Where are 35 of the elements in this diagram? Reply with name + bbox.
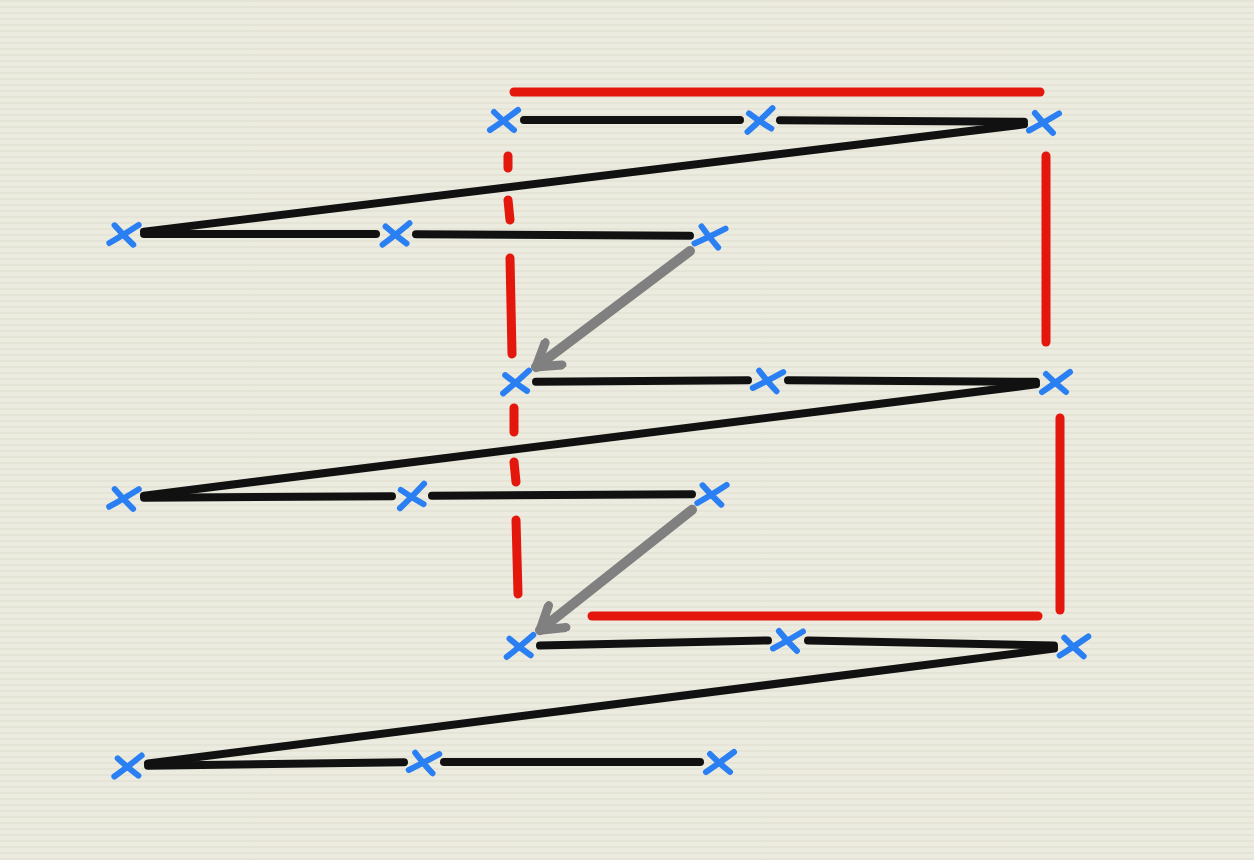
connector-line bbox=[804, 636, 1058, 650]
cross-mark-icon bbox=[392, 480, 432, 512]
cross-mark-icon bbox=[768, 624, 808, 656]
cross-mark-icon bbox=[748, 364, 788, 396]
cross-mark-icon bbox=[1036, 366, 1076, 398]
cross-mark-icon bbox=[690, 220, 730, 252]
connector-line bbox=[140, 492, 396, 502]
connector-line bbox=[776, 116, 1028, 126]
connector-line bbox=[536, 636, 772, 650]
connector-line bbox=[144, 644, 1058, 768]
connector-line bbox=[520, 116, 744, 124]
cross-mark-icon bbox=[500, 630, 540, 662]
cross-mark-icon bbox=[104, 482, 144, 514]
cross-mark-icon bbox=[104, 218, 144, 250]
connector-line bbox=[440, 758, 704, 766]
arrow bbox=[535, 504, 697, 636]
arrow bbox=[531, 246, 695, 372]
connector-line bbox=[412, 230, 694, 240]
cross-mark-icon bbox=[740, 104, 780, 136]
cross-mark-icon bbox=[108, 750, 148, 782]
connector-line bbox=[784, 376, 1040, 386]
connector-line bbox=[140, 120, 1028, 236]
cross-mark-icon bbox=[496, 366, 536, 398]
cross-mark-icon bbox=[1024, 106, 1064, 138]
cross-mark-icon bbox=[700, 746, 740, 778]
cross-mark-icon bbox=[1054, 630, 1094, 662]
connector-line bbox=[428, 490, 696, 500]
cross-mark-icon bbox=[376, 218, 416, 250]
connector-line bbox=[140, 380, 1040, 500]
connector-line bbox=[144, 758, 408, 770]
connector-line bbox=[140, 230, 380, 238]
cross-mark-icon bbox=[404, 746, 444, 778]
connector-line bbox=[532, 376, 752, 386]
cross-mark-icon bbox=[692, 478, 732, 510]
cross-mark-icon bbox=[484, 104, 524, 136]
